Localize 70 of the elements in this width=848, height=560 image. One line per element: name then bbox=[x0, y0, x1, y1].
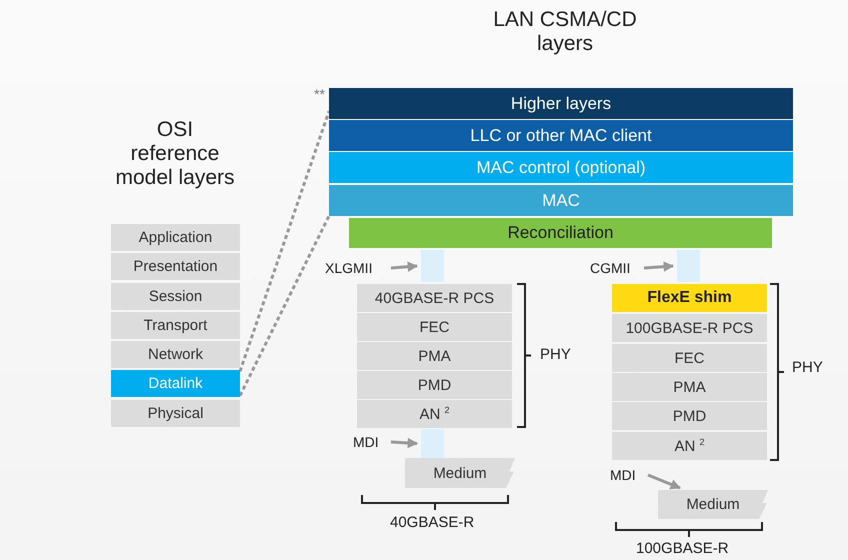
arrow bbox=[647, 474, 681, 490]
layer-name: Datalink bbox=[148, 375, 203, 392]
layer-name: PMD bbox=[672, 408, 706, 424]
layer-box bbox=[612, 373, 767, 401]
layer-name: AN $^{2}$ bbox=[674, 437, 705, 455]
layer-box bbox=[357, 400, 512, 428]
footnote-mark: ** bbox=[314, 86, 325, 102]
interface-label: XLGMII bbox=[325, 258, 385, 278]
interface-label: MDI bbox=[610, 465, 642, 485]
layer-box bbox=[357, 313, 512, 341]
layer-name: LLC or other MAC client bbox=[470, 126, 652, 146]
column-heading: LAN CSMA/CD layers bbox=[492, 8, 638, 56]
layer-name: FEC bbox=[674, 350, 704, 366]
layer-box bbox=[111, 224, 240, 251]
bracket-label: 40GBASE-R bbox=[390, 514, 474, 531]
column-heading: OSI reference model layers bbox=[114, 118, 236, 190]
layer-name: Higher layers bbox=[510, 94, 612, 114]
arrow bbox=[644, 261, 674, 272]
layer-box bbox=[329, 185, 793, 216]
arrow bbox=[390, 438, 418, 448]
interface-bar bbox=[421, 250, 444, 282]
layer-name: Network bbox=[148, 346, 203, 363]
layer-box bbox=[349, 218, 772, 248]
layer-box bbox=[111, 370, 240, 397]
layer-name: 40GBASE-R PCS bbox=[374, 290, 494, 306]
layer-name: PMD bbox=[418, 376, 452, 394]
layer-box bbox=[357, 342, 512, 370]
layer-name: Medium bbox=[433, 464, 487, 482]
layer-box bbox=[612, 344, 767, 372]
layer-box bbox=[111, 341, 240, 368]
bracket-label: PHY bbox=[792, 359, 823, 376]
layer-name: Session bbox=[148, 288, 202, 305]
connector-line bbox=[238, 215, 330, 396]
layer-name: Presentation bbox=[133, 258, 218, 275]
layer-name: Reconciliation bbox=[508, 223, 614, 243]
arrow bbox=[390, 262, 418, 272]
layer-name: AN $^{2}$ bbox=[419, 405, 450, 423]
layer-name: Application bbox=[138, 229, 212, 246]
layer-box bbox=[612, 284, 767, 312]
layer-box bbox=[111, 312, 240, 339]
layer-box bbox=[612, 432, 767, 460]
layer-name: FEC bbox=[420, 318, 450, 336]
medium-box bbox=[405, 458, 515, 488]
layer-name: Physical bbox=[148, 405, 204, 422]
layer-name: Medium bbox=[686, 496, 740, 513]
connector-line bbox=[238, 110, 330, 372]
layer-name: 100GBASE-R PCS bbox=[626, 320, 754, 336]
interface-label: MDI bbox=[353, 432, 385, 452]
layer-box bbox=[111, 400, 240, 427]
layer-name: MAC control (optional) bbox=[476, 158, 646, 178]
interface-bar bbox=[677, 250, 700, 282]
layer-name: MAC bbox=[542, 190, 580, 210]
layer-box bbox=[329, 88, 793, 119]
interface-label: CGMII bbox=[590, 258, 638, 278]
layer-name: PMA bbox=[418, 348, 451, 364]
layer-name: PMA bbox=[673, 378, 706, 396]
layer-box bbox=[357, 371, 512, 399]
interface-bar bbox=[421, 429, 444, 458]
layer-box bbox=[612, 402, 767, 430]
layer-name: Transport bbox=[144, 317, 208, 334]
layer-box bbox=[111, 283, 240, 310]
medium-box bbox=[658, 490, 768, 519]
layer-box bbox=[329, 152, 793, 183]
layer-box bbox=[357, 284, 512, 312]
layer-name: FlexE shim bbox=[647, 289, 732, 307]
layer-box bbox=[612, 314, 767, 342]
bracket-label: PHY bbox=[540, 346, 571, 363]
bracket-label: 100GBASE-R bbox=[636, 540, 729, 557]
layer-box bbox=[111, 253, 240, 280]
layer-box bbox=[329, 120, 793, 151]
